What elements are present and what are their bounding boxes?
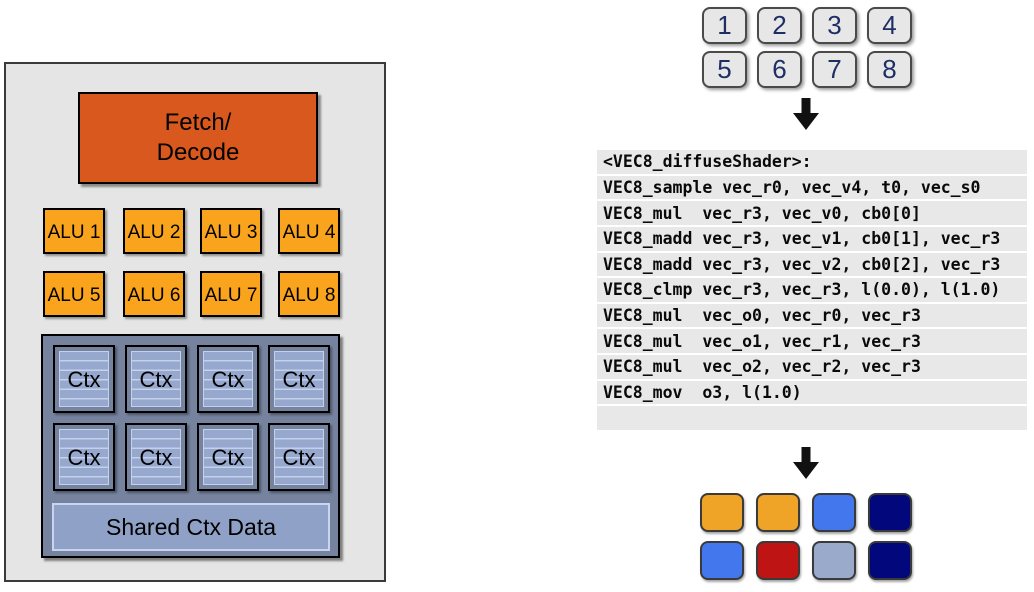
ctx-box-7: Ctx xyxy=(197,423,259,491)
fetch-decode-box: Fetch/ Decode xyxy=(78,92,318,184)
ctx-register-stripes xyxy=(131,351,181,407)
context-storage-container: Ctx Ctx Ctx Ctx Ctx Ctx Ctx Ctx Shared C… xyxy=(41,334,340,558)
ctx-register-stripes xyxy=(131,429,181,485)
result-pixel-8 xyxy=(868,541,912,580)
code-line: VEC8_clmp vec_r3, vec_r3, l(0.0), l(1.0) xyxy=(597,278,1027,304)
ctx-box-3: Ctx xyxy=(197,345,259,413)
fragment-number: 6 xyxy=(772,54,787,84)
fragment-number: 5 xyxy=(717,54,732,84)
code-line: VEC8_mov o3, l(1.0) xyxy=(597,380,1027,407)
ctx-register-stripes xyxy=(274,351,324,407)
alu-box-7: ALU 7 xyxy=(200,271,262,317)
down-arrow-icon xyxy=(793,98,819,130)
result-pixel-4 xyxy=(868,493,912,532)
ctx-register-stripes xyxy=(274,429,324,485)
alu-box-8: ALU 8 xyxy=(278,271,340,317)
code-line: VEC8_mul vec_r3, vec_v0, cb0[0] xyxy=(597,201,1027,227)
ctx-label: Ctx xyxy=(211,367,245,392)
code-line: VEC8_mul vec_o0, vec_r0, vec_r3 xyxy=(597,303,1027,330)
ctx-box-6: Ctx xyxy=(125,423,187,491)
fragment-number: 7 xyxy=(827,54,842,84)
fragment-box-6: 6 xyxy=(757,51,802,88)
ctx-label: Ctx xyxy=(139,445,173,470)
ctx-label: Ctx xyxy=(67,367,101,392)
alu-box-1: ALU 1 xyxy=(43,208,105,254)
result-pixel-3 xyxy=(812,493,856,532)
result-pixel-6 xyxy=(756,541,800,580)
fragment-box-1: 1 xyxy=(702,7,747,44)
code-line: VEC8_mul vec_o1, vec_r1, vec_r3 xyxy=(597,329,1027,355)
result-pixel-2 xyxy=(756,493,800,532)
result-pixel-5 xyxy=(700,541,744,580)
alu-label: ALU 3 xyxy=(204,221,258,243)
code-line: VEC8_mul vec_o2, vec_r2, vec_r3 xyxy=(597,355,1027,381)
fragment-box-7: 7 xyxy=(812,51,857,88)
fragment-box-5: 5 xyxy=(702,51,747,88)
ctx-label: Ctx xyxy=(211,445,245,470)
ctx-box-8: Ctx xyxy=(268,423,330,491)
fragment-number: 3 xyxy=(827,10,842,40)
alu-label: ALU 6 xyxy=(127,284,181,306)
fetch-decode-label-line2: Decode xyxy=(156,139,240,166)
down-arrow-icon xyxy=(793,447,819,479)
fragment-number: 8 xyxy=(882,54,897,84)
code-line-empty xyxy=(597,406,1027,432)
ctx-register-stripes xyxy=(203,351,253,407)
shared-ctx-data-label: Shared Ctx Data xyxy=(105,513,277,540)
shader-code-block: <VEC8_diffuseShader>: VEC8_sample vec_r0… xyxy=(597,150,1027,432)
ctx-label: Ctx xyxy=(139,367,173,392)
alu-box-3: ALU 3 xyxy=(200,208,262,254)
fetch-decode-label-line1: Fetch/ xyxy=(164,109,232,136)
alu-label: ALU 2 xyxy=(127,221,181,243)
result-pixel-7 xyxy=(812,541,856,580)
fragment-box-2: 2 xyxy=(757,7,802,44)
fragment-box-8: 8 xyxy=(867,51,912,88)
fragment-number: 1 xyxy=(717,10,732,40)
ctx-box-2: Ctx xyxy=(125,345,187,413)
ctx-register-stripes xyxy=(203,429,253,485)
alu-label: ALU 4 xyxy=(282,221,336,243)
alu-box-2: ALU 2 xyxy=(123,208,185,254)
fragment-box-4: 4 xyxy=(867,7,912,44)
alu-label: ALU 8 xyxy=(282,284,336,306)
alu-box-4: ALU 4 xyxy=(278,208,340,254)
alu-label: ALU 7 xyxy=(204,284,258,306)
ctx-label: Ctx xyxy=(282,367,316,392)
simd-core-panel: Fetch/ Decode ALU 1 ALU 2 ALU 3 ALU 4 AL… xyxy=(4,62,386,582)
ctx-label: Ctx xyxy=(67,445,101,470)
alu-label: ALU 1 xyxy=(47,221,101,243)
alu-label: ALU 5 xyxy=(47,284,101,306)
code-line: VEC8_sample vec_r0, vec_v4, t0, vec_s0 xyxy=(597,175,1027,202)
fragment-number: 2 xyxy=(772,10,787,40)
ctx-register-stripes xyxy=(59,351,109,407)
alu-box-6: ALU 6 xyxy=(123,271,185,317)
alu-box-5: ALU 5 xyxy=(43,271,105,317)
fragment-number: 4 xyxy=(882,10,897,40)
ctx-label: Ctx xyxy=(282,445,316,470)
ctx-box-5: Ctx xyxy=(53,423,115,491)
code-line: <VEC8_diffuseShader>: xyxy=(597,150,1027,176)
ctx-box-1: Ctx xyxy=(53,345,115,413)
ctx-register-stripes xyxy=(59,429,109,485)
result-pixel-1 xyxy=(700,493,744,532)
code-line: VEC8_madd vec_r3, vec_v2, cb0[2], vec_r3 xyxy=(597,252,1027,279)
code-line: VEC8_madd vec_r3, vec_v1, cb0[1], vec_r3 xyxy=(597,226,1027,253)
shared-ctx-data-box: Shared Ctx Data xyxy=(52,503,330,551)
ctx-box-4: Ctx xyxy=(268,345,330,413)
fragment-box-3: 3 xyxy=(812,7,857,44)
